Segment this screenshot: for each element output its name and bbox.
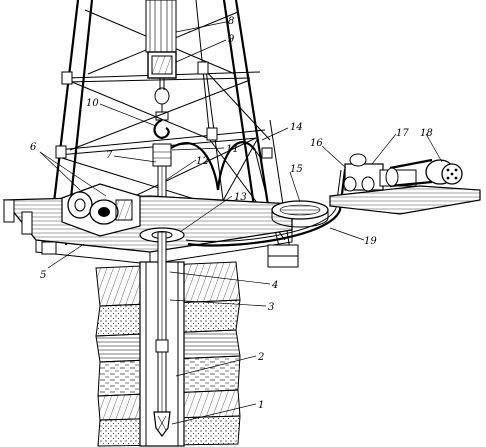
label-3: 3 [268,302,274,313]
label-6: 6 [30,142,37,153]
label-19: 19 [364,236,377,247]
label-15: 15 [290,164,303,175]
label-11: 11 [226,144,239,155]
label-2: 2 [257,352,264,363]
label-12: 12 [196,156,209,167]
pump-skid [329,153,481,215]
travelling-block [145,0,177,90]
label-18: 18 [420,128,433,139]
label-14: 14 [290,122,303,133]
label-1: 1 [258,400,264,411]
label-13: 13 [234,192,247,203]
ground-strata [95,231,241,447]
label-4: 4 [271,280,278,291]
mud-hose [170,141,263,191]
label-8: 8 [228,16,234,27]
part-labels: 1 2 3 4 5 6 7 8 9 10 11 12 13 14 15 16 1… [30,16,433,411]
label-17: 17 [396,128,409,139]
label-10: 10 [86,98,99,109]
label-9: 9 [228,34,235,45]
pipelines [185,163,361,247]
hook [153,87,170,140]
label-7: 7 [106,150,113,161]
label-16: 16 [310,138,323,149]
label-5: 5 [40,270,46,281]
drawworks [61,183,141,237]
leader-lines [39,21,443,425]
